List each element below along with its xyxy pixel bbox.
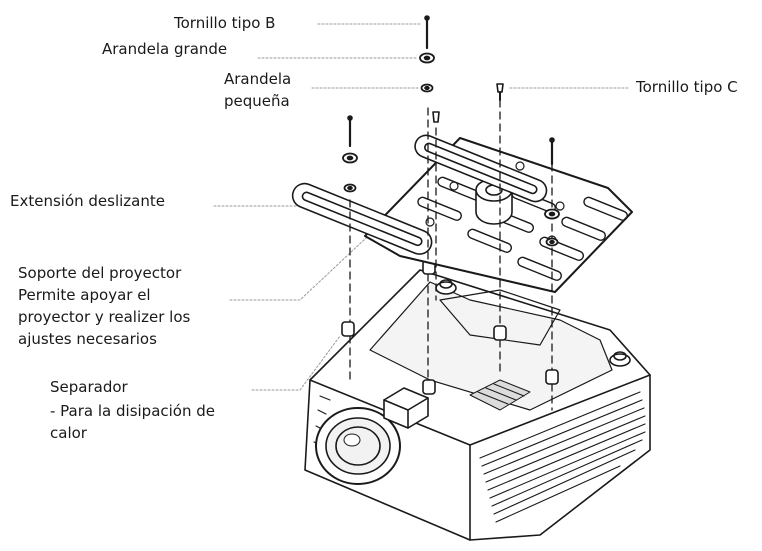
bracket-plate [364,137,633,293]
lens [315,407,401,485]
vent-grid [469,379,531,411]
label-screw-type-c: Tornillo tipo C [636,78,738,96]
slide-extensions [291,134,548,255]
label-large-washer: Arandela grande [102,40,228,58]
label-bracket-line4: ajustes necesarios [18,330,157,348]
label-bracket-line1: Soporte del proyector [18,264,182,282]
label-spacer-line1: Separador [50,378,128,396]
label-spacer-line2: - Para la disipación de [50,402,215,420]
label-small-washer-line2: pequeña [224,92,290,110]
projector-body [304,269,651,541]
assembly-axes [349,99,553,411]
label-bracket-line2: Permite apoyar el [18,286,151,304]
label-spacer-line3: calor [50,424,87,442]
label-small-washer-line1: Arandela [224,70,292,88]
hardware [342,15,560,247]
spacers [341,259,559,395]
label-slide-extension: Extensión deslizante [10,192,165,210]
label-screw-type-b: Tornillo tipo B [174,14,276,32]
leader-lines [213,23,629,391]
projector-feet [435,279,631,367]
control-knob [383,387,429,429]
label-bracket-line3: proyector y realizer los [18,308,191,326]
